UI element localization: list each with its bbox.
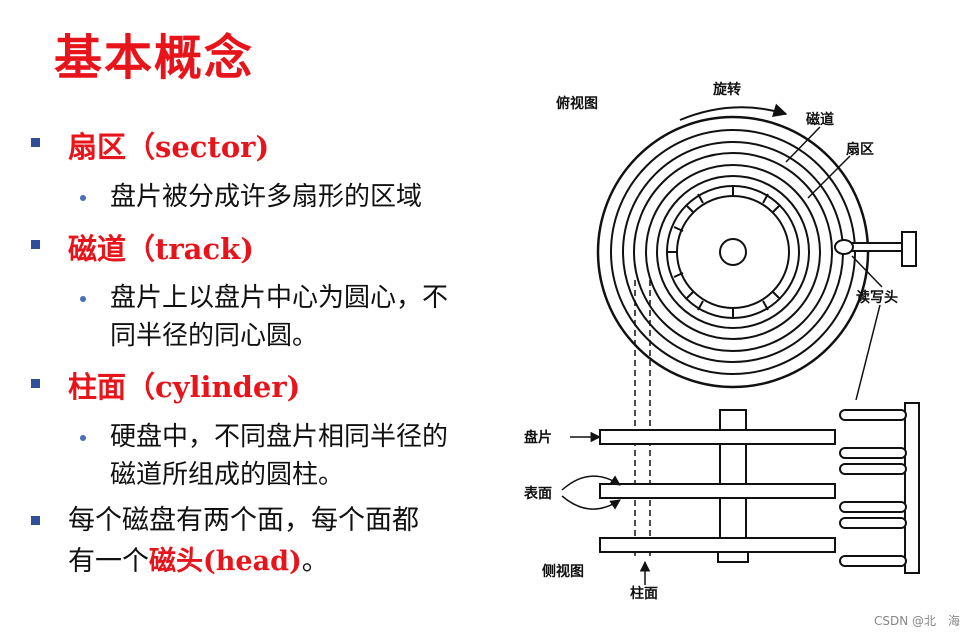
heads-line1: 每个磁盘有两个面，每个面都: [68, 505, 419, 536]
side-heads: [839, 409, 907, 567]
heads-term: 磁头(head): [149, 546, 302, 577]
heading-sector: 扇区（sector): [68, 130, 270, 164]
heading-track: 磁道（track): [68, 232, 254, 266]
top-view-platter: [596, 115, 870, 389]
label-sector: 扇区: [846, 141, 874, 158]
heading-cylinder: 柱面（cylinder): [68, 370, 301, 404]
rotation-arrow: [679, 103, 788, 121]
detail-cylinder-line1: 硬盘中，不同盘片相同半径的: [110, 422, 449, 452]
sector-marks: [667, 186, 780, 318]
detail-track-line1: 盘片上以盘片中心为圆心，不: [110, 283, 449, 313]
detail-track-line2: 同半径的同心圆。: [110, 321, 319, 351]
label-surface: 表面: [523, 485, 552, 502]
heads-line2: 有一个磁头(head)。: [68, 541, 508, 582]
square-bullet-icon: [28, 236, 46, 254]
detail-sector: 盘片被分成许多扇形的区域: [110, 182, 423, 212]
heads-line2-post: 。: [301, 546, 329, 577]
label-track: 磁道: [806, 111, 834, 128]
square-bullet-icon: [28, 375, 46, 393]
square-bullet-icon: [28, 134, 46, 152]
dot-bullet-icon: [78, 433, 88, 443]
label-side-view: 侧视图: [542, 563, 584, 580]
label-cylinder: 柱面: [630, 585, 658, 602]
head-arm-top: [834, 231, 917, 267]
detail-cylinder-line2: 磁道所组成的圆柱。: [110, 460, 345, 490]
side-view: [599, 402, 920, 574]
label-rotation: 旋转: [712, 81, 741, 98]
heads-line2-pre: 有一个: [68, 546, 149, 577]
label-platter: 盘片: [524, 429, 552, 446]
disk-diagram: 俯视图 旋转 磁道 扇区 读写头 盘片 表面 侧视图 柱面: [523, 81, 920, 602]
label-top-view: 俯视图: [556, 95, 598, 112]
slide-title: 基本概念: [54, 30, 255, 86]
dot-bullet-icon: [78, 193, 88, 203]
label-rw-head: 读写头: [856, 289, 898, 306]
dot-bullet-icon: [78, 294, 88, 304]
credit-watermark: CSDN @北 海: [873, 614, 960, 628]
square-bullet-icon: [28, 512, 46, 530]
